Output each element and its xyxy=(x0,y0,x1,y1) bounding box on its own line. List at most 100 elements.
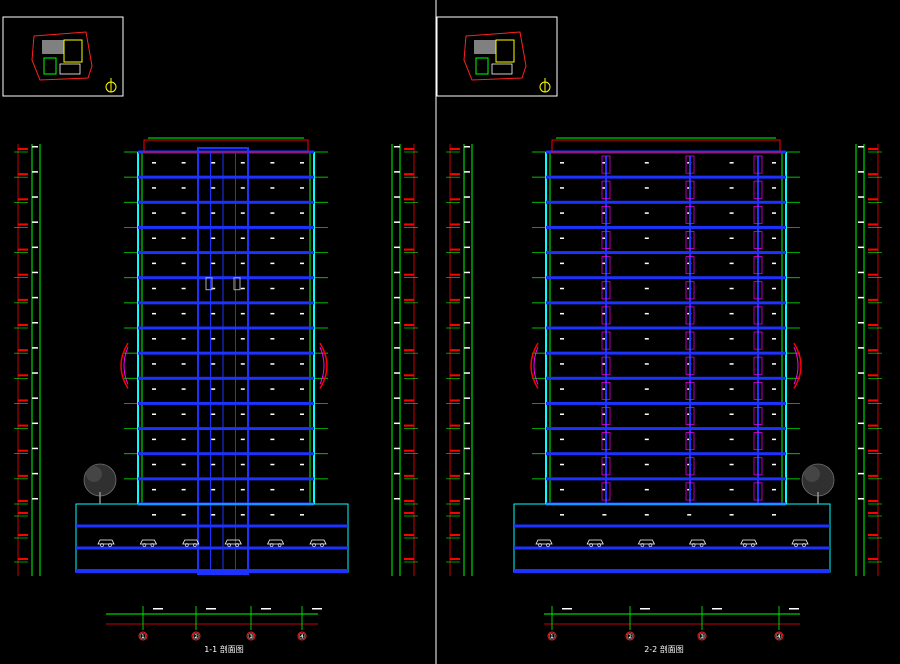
level-label-mark xyxy=(464,196,470,198)
elevation-mark xyxy=(404,298,414,301)
level-label-mark xyxy=(394,171,400,173)
room-label-mark xyxy=(300,388,304,390)
room-label-mark xyxy=(152,363,156,365)
room-label-mark xyxy=(644,413,649,415)
elevator-door xyxy=(233,277,241,291)
level-label-mark xyxy=(858,447,864,450)
elevation-mark xyxy=(404,223,414,226)
room-label-mark xyxy=(152,187,156,189)
elevation-mark xyxy=(18,399,28,402)
floor-slab xyxy=(546,351,786,355)
balcony-bulge xyxy=(123,346,129,385)
room-label-mark xyxy=(602,162,607,164)
level-label-mark xyxy=(858,296,864,299)
basement-slab xyxy=(514,524,830,528)
balcony-bulge xyxy=(793,346,799,385)
elevation-mark xyxy=(450,474,460,477)
level-label-mark xyxy=(464,372,470,374)
floor-slab xyxy=(546,376,786,380)
room-label-mark xyxy=(602,262,607,265)
room-label-mark xyxy=(270,312,275,315)
level-label-mark xyxy=(858,372,864,374)
room-label-mark xyxy=(560,363,564,365)
room-label-mark xyxy=(211,287,216,290)
elevation-mark xyxy=(868,449,878,452)
room-label-mark xyxy=(211,212,216,214)
room-label-mark xyxy=(772,413,776,415)
door-opening xyxy=(685,482,695,501)
elevation-mark xyxy=(450,534,460,536)
room-label-mark xyxy=(729,488,734,491)
level-label-mark xyxy=(858,422,864,425)
room-label-mark xyxy=(240,463,245,466)
elevation-mark xyxy=(450,374,460,377)
axis-label: ② xyxy=(192,632,199,641)
room-label-mark xyxy=(772,363,776,365)
elevation-mark xyxy=(404,324,414,326)
room-label-mark xyxy=(240,187,245,189)
floor-slab xyxy=(138,401,314,405)
door-opening xyxy=(601,205,611,224)
room-label-mark xyxy=(729,514,734,516)
level-label-mark xyxy=(464,322,470,324)
room-label-mark xyxy=(152,463,156,466)
section-title-1-1: 1-1 剖面图 xyxy=(204,644,244,654)
room-label-mark xyxy=(602,363,607,365)
roof-parapet xyxy=(551,139,781,153)
room-label-mark xyxy=(152,237,156,239)
room-label-mark xyxy=(644,187,649,189)
room-label-mark xyxy=(772,212,776,214)
room-label-mark xyxy=(729,262,734,265)
room-label-mark xyxy=(560,237,564,239)
level-label-mark xyxy=(858,171,864,173)
room-label-mark xyxy=(602,438,607,441)
room-label-mark xyxy=(602,388,607,390)
level-label-mark xyxy=(32,196,38,198)
room-label-mark xyxy=(181,388,186,390)
room-label-mark xyxy=(300,438,304,441)
room-label-mark xyxy=(772,438,776,441)
level-label-mark xyxy=(858,246,864,249)
elevation-mark xyxy=(450,198,460,201)
room-label-mark xyxy=(211,338,216,340)
floor-slab xyxy=(546,326,786,330)
level-label-mark xyxy=(394,347,400,349)
elevation-mark xyxy=(404,534,414,536)
dimension-label-mark xyxy=(712,608,722,610)
room-label-mark xyxy=(300,363,304,365)
room-label-mark xyxy=(560,312,564,315)
room-label-mark xyxy=(270,287,275,290)
elevation-mark xyxy=(18,223,28,226)
room-label-mark xyxy=(729,312,734,315)
room-label-mark xyxy=(644,338,649,340)
room-label-mark xyxy=(772,463,776,466)
elevation-mark xyxy=(868,374,878,377)
floor-slab xyxy=(546,427,786,431)
room-label-mark xyxy=(270,514,275,516)
balcony-bulge xyxy=(533,346,539,385)
car-icon xyxy=(309,539,327,547)
elevation-mark xyxy=(868,148,878,150)
room-label-mark xyxy=(211,514,216,516)
room-label-mark xyxy=(181,363,186,365)
door-opening xyxy=(685,180,695,199)
room-label-mark xyxy=(270,187,275,189)
section-2-2-drawing xyxy=(446,137,882,630)
room-label-mark xyxy=(560,463,564,466)
basement-slab xyxy=(76,546,348,550)
level-label-mark xyxy=(464,498,470,500)
door-opening xyxy=(753,457,763,476)
floor-slab xyxy=(138,326,314,330)
room-label-mark xyxy=(729,212,734,214)
room-label-mark xyxy=(602,514,607,516)
door-opening xyxy=(601,407,611,425)
room-label-mark xyxy=(181,287,186,290)
key-plan-right xyxy=(436,16,558,97)
floor-slab xyxy=(138,175,314,179)
room-label-mark xyxy=(211,262,216,265)
floor-slab xyxy=(546,251,786,255)
elevation-mark xyxy=(450,512,460,514)
elevation-mark xyxy=(450,424,460,427)
car-icon xyxy=(688,539,707,547)
elevation-mark xyxy=(18,173,28,176)
